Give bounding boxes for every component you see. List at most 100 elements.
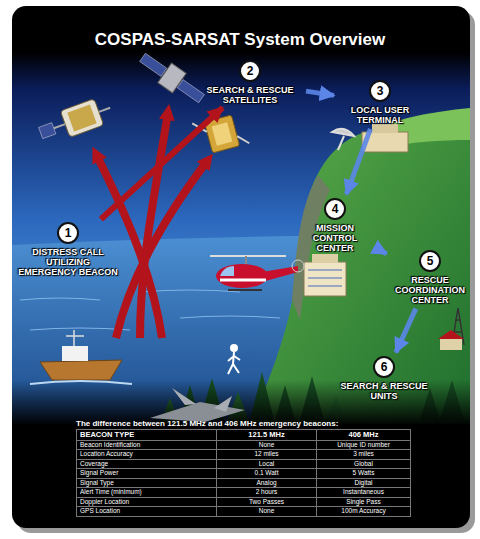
wake <box>30 381 132 384</box>
rcc-tower <box>438 308 464 350</box>
table-cell: Global <box>317 460 411 470</box>
stage-callout: 3LOCAL USER TERMINAL <box>338 80 422 125</box>
beacon-signals <box>96 112 208 338</box>
solar-panel <box>39 123 56 139</box>
body <box>228 352 240 374</box>
table-cell: Analog <box>217 479 317 489</box>
building <box>312 254 338 263</box>
table-cell: Instantaneous <box>317 488 411 498</box>
stage-callout: 6SEARCH & RESCUE UNITS <box>328 356 440 401</box>
table-cell: Beacon Identification <box>77 441 217 451</box>
table-cell: None <box>217 507 317 517</box>
head <box>231 345 237 351</box>
table-cell: Digital <box>317 479 411 489</box>
callout-number: 3 <box>369 80 391 102</box>
mast <box>245 256 247 264</box>
mast <box>66 330 84 346</box>
cabin <box>62 346 88 361</box>
stage-label: SEARCH & RESCUE UNITS <box>328 381 440 401</box>
wing <box>172 388 232 412</box>
stage-label: RESCUE COORDINATION CENTER <box>390 275 470 305</box>
stage-label: SEARCH & RESCUE SATELLITES <box>198 85 302 105</box>
satellite-left <box>36 95 115 147</box>
table-header: 121.5 MHz <box>217 430 317 441</box>
table-cell: Unique ID number <box>317 441 411 451</box>
table-cell: 5 Watts <box>317 469 411 479</box>
stage-callout: 1DISTRESS CALL UTILIZING EMERGENCY BEACO… <box>16 222 120 277</box>
building <box>372 124 398 133</box>
lut-building <box>332 124 408 152</box>
table-cell: Doppler Location <box>77 498 217 508</box>
table-cell: Single Pass <box>317 498 411 508</box>
callout-number: 5 <box>419 250 441 272</box>
roof <box>438 330 464 339</box>
table-header: BEACON TYPE <box>77 430 217 441</box>
antenna <box>192 110 249 156</box>
tail-rotor <box>292 260 304 272</box>
boom <box>54 108 110 129</box>
table-cell: 12 miles <box>217 450 317 460</box>
building <box>304 262 346 296</box>
stage-callout: 5RESCUE COORDINATION CENTER <box>390 250 470 305</box>
stage-label: MISSION CONTROL CENTER <box>296 223 374 253</box>
satellite-right <box>192 110 249 156</box>
table-cell: Signal Power <box>77 469 217 479</box>
callout-number: 1 <box>57 222 79 244</box>
rotor <box>210 255 286 257</box>
scene <box>12 48 470 426</box>
stage-callout: 2SEARCH & RESCUE SATELLITES <box>198 60 302 105</box>
foil <box>212 122 233 145</box>
windows <box>308 270 342 286</box>
comparison-table: The difference between 121.5 MHz and 406… <box>76 418 411 517</box>
flow-arrow <box>101 108 223 220</box>
stage-callout: 4MISSION CONTROL CENTER <box>296 198 374 253</box>
satellite-body <box>204 115 239 153</box>
table-title: The difference between 121.5 MHz and 406… <box>76 418 411 429</box>
table-grid: BEACON TYPE121.5 MHz406 MHzBeacon Identi… <box>76 429 411 517</box>
table-cell: Local <box>217 460 317 470</box>
table-cell: Coverage <box>77 460 217 470</box>
table-cell: 2 hours <box>217 488 317 498</box>
flow-arrow <box>396 309 416 353</box>
table-header: 406 MHz <box>317 430 411 441</box>
window <box>220 266 234 276</box>
person <box>228 345 240 374</box>
body <box>216 264 268 288</box>
plane-wreck <box>150 388 245 422</box>
callout-number: 6 <box>373 356 395 378</box>
sky <box>12 52 470 424</box>
stage-label: LOCAL USER TERMINAL <box>338 105 422 125</box>
table-cell: Signal Type <box>77 479 217 489</box>
solar-panel <box>177 80 204 103</box>
diagram-title: COSPAS-SARSAT System Overview <box>40 30 440 50</box>
table-cell: None <box>217 441 317 451</box>
building <box>362 132 408 152</box>
table-cell: GPS Location <box>77 507 217 517</box>
solar-panel <box>140 53 167 76</box>
hull <box>40 360 122 380</box>
table-cell: Two Passes <box>217 498 317 508</box>
table-cell: 3 miles <box>317 450 411 460</box>
callout-number: 4 <box>324 198 346 220</box>
helicopter <box>210 256 304 290</box>
house <box>440 338 462 350</box>
flow-arrow <box>346 129 370 194</box>
table-cell: Location Accuracy <box>77 450 217 460</box>
table-cell: 0.1 Watt <box>217 469 317 479</box>
stage-label: DISTRESS CALL UTILIZING EMERGENCY BEACON <box>16 247 120 277</box>
hill <box>250 116 470 424</box>
panel <box>12 6 470 528</box>
flow-arrow <box>378 249 387 254</box>
foil <box>67 104 96 131</box>
flow-arrow <box>306 91 334 95</box>
callout-number: 2 <box>239 60 261 82</box>
stripe <box>220 279 266 282</box>
table-cell: 100m Accuracy <box>317 507 411 517</box>
satellite-middle <box>136 48 209 109</box>
mcc-building <box>304 254 346 296</box>
satellite-body <box>60 99 103 138</box>
skid <box>228 289 262 291</box>
dish-antenna <box>332 129 354 150</box>
signal-arrow <box>116 160 208 338</box>
